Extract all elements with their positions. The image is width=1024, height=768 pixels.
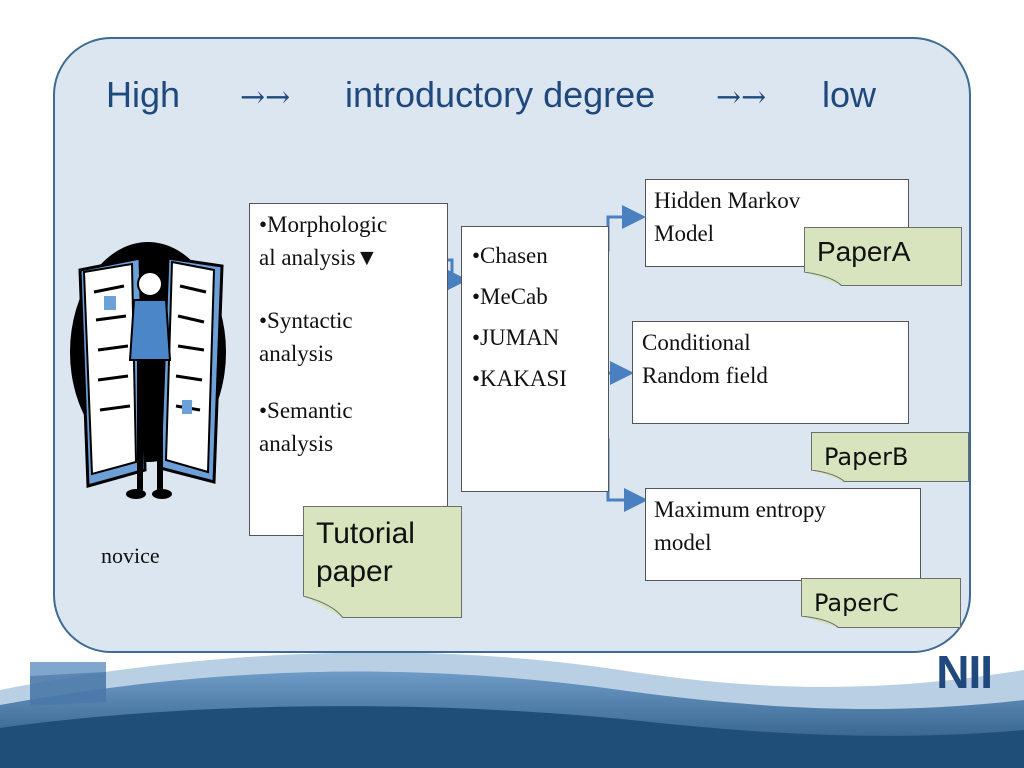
analysis-item-semantic: •Semantic xyxy=(259,398,353,423)
note-paper-c-label: PaperC xyxy=(814,589,899,617)
model-maxent-line2: model xyxy=(654,530,712,555)
analysis-item-semantic-cont: analysis xyxy=(259,431,334,456)
note-paper-b: PaperB xyxy=(811,432,969,482)
note-tutorial-line2: paper xyxy=(316,555,393,588)
tool-chasen: •Chasen xyxy=(472,243,548,268)
model-box-crf: Conditional Random field xyxy=(632,321,909,424)
nii-logo: NII xyxy=(936,646,993,698)
note-fold-corner xyxy=(303,596,343,618)
tool-juman: •JUMAN xyxy=(472,325,560,350)
model-crf-line1: Conditional xyxy=(642,330,751,355)
note-paper-a-label: PaperA xyxy=(817,236,911,267)
analysis-item-morphologic-cont: al analysis▼ xyxy=(259,245,379,270)
note-fold-corner xyxy=(811,470,845,482)
model-hmm-line1: Hidden Markov xyxy=(654,188,801,213)
title-introductory-degree: introductory degree xyxy=(345,74,656,115)
analysis-item-morphologic: •Morphologic xyxy=(259,212,388,237)
note-paper-c: PaperC xyxy=(801,578,961,628)
note-fold-corner xyxy=(801,616,839,628)
analysis-box: •Morphologic al analysis▼ •Syntactic ana… xyxy=(249,203,448,536)
model-hmm-line2: Model xyxy=(654,221,715,246)
note-paper-a: PaperA xyxy=(804,227,962,286)
tool-mecab: •MeCab xyxy=(472,284,548,309)
analysis-item-syntactic: •Syntactic xyxy=(259,308,353,333)
title-arrows-right: →→ xyxy=(716,80,767,115)
note-paper-b-label: PaperB xyxy=(824,443,909,471)
model-maxent-line1: Maximum entropy xyxy=(654,497,826,522)
model-crf-line2: Random field xyxy=(642,363,768,388)
tools-box: •Chasen •MeCab •JUMAN •KAKASI xyxy=(461,226,609,492)
note-fold-corner xyxy=(804,272,842,286)
title-low: low xyxy=(822,74,877,115)
analysis-item-syntactic-cont: analysis xyxy=(259,341,334,366)
title-high: High xyxy=(106,74,181,115)
model-box-maxent: Maximum entropy model xyxy=(645,488,921,581)
tool-kakasi: •KAKASI xyxy=(472,366,567,391)
novice-label: novice xyxy=(101,543,160,568)
note-tutorial-paper: Tutorial paper xyxy=(303,506,462,618)
note-tutorial-line1: Tutorial xyxy=(316,517,415,550)
title-arrows-left: →→ xyxy=(240,80,291,115)
